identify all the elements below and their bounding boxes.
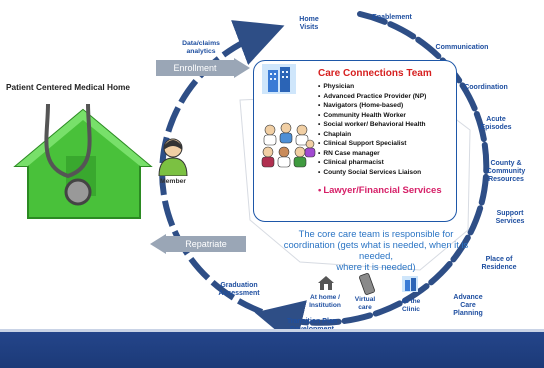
- core-text-line: needed,: [359, 250, 393, 261]
- home-icon: [318, 276, 334, 290]
- team-highlight-text: Lawyer/Financial Services: [323, 185, 442, 196]
- core-text-line: The core care team is responsible for: [298, 228, 454, 239]
- setting-home-label: At home / Institution: [309, 294, 341, 309]
- team-member: Chaplain: [318, 130, 426, 140]
- cycle-label-place-of-residence: Place of Residence: [481, 256, 517, 271]
- team-highlight: •Lawyer/Financial Services: [318, 185, 442, 196]
- core-care-statement: The core care team is responsible for co…: [262, 228, 490, 272]
- team-member: Clinical Support Specialist: [318, 139, 426, 149]
- team-member: Physician: [318, 82, 426, 92]
- bottom-band: [0, 332, 544, 368]
- cycle-label-graduation-assessment: Graduation Assessment: [218, 282, 260, 297]
- care-team-people-icon: [261, 122, 316, 168]
- setting-clinic-label: At the Clinic: [401, 298, 421, 313]
- pcmh-title: Patient Centered Medical Home: [6, 82, 131, 92]
- cycle-label-enablement: Enablement: [372, 14, 412, 21]
- team-member: Navigators (Home-based): [318, 101, 426, 111]
- member-label: Member: [159, 178, 187, 185]
- clinic-icon: [402, 276, 418, 292]
- bottom-divider: [0, 329, 544, 332]
- cycle-label-advance-care-planning: Advance Care Planning: [453, 294, 483, 317]
- core-text-line: where it is needed): [336, 261, 416, 272]
- enrollment-label: Enrollment: [173, 63, 217, 73]
- data-claims-label: Data/claims analytics: [182, 40, 220, 55]
- team-member: Community Health Worker: [318, 111, 426, 121]
- building-icon: [262, 64, 296, 94]
- setting-virtual-label: Virtual care: [354, 296, 376, 311]
- team-member: Clinical pharmacist: [318, 158, 426, 168]
- cycle-label-acute-episodes: Acute Episodes: [480, 116, 512, 131]
- cycle-label-coordination: Coordination: [464, 84, 508, 91]
- phone-icon: [359, 273, 375, 295]
- care-team-title: Care Connections Team: [318, 68, 432, 79]
- member-avatar: [158, 138, 188, 176]
- team-member: Advanced Practice Provider (NP): [318, 92, 426, 102]
- care-team-list: Physician Advanced Practice Provider (NP…: [318, 82, 426, 177]
- cycle-label-support-services: Support Services: [495, 210, 525, 225]
- cycle-label-home-visits: Home Visits: [299, 16, 319, 31]
- cycle-label-county-resources: County & Community Resources: [486, 160, 526, 183]
- cycle-label-communication: Communication: [435, 44, 489, 51]
- team-member: Social worker/ Behavioral Health: [318, 120, 426, 130]
- medical-home-icon: [13, 103, 153, 219]
- enrollment-arrow: [156, 58, 250, 78]
- repatriate-arrow: [150, 234, 246, 254]
- repatriate-label: Repatriate: [185, 239, 227, 249]
- team-member: RN Case manager: [318, 149, 426, 159]
- core-text-line: coordination (gets what is needed, when …: [283, 239, 469, 250]
- team-member: County Social Services Liaison: [318, 168, 426, 178]
